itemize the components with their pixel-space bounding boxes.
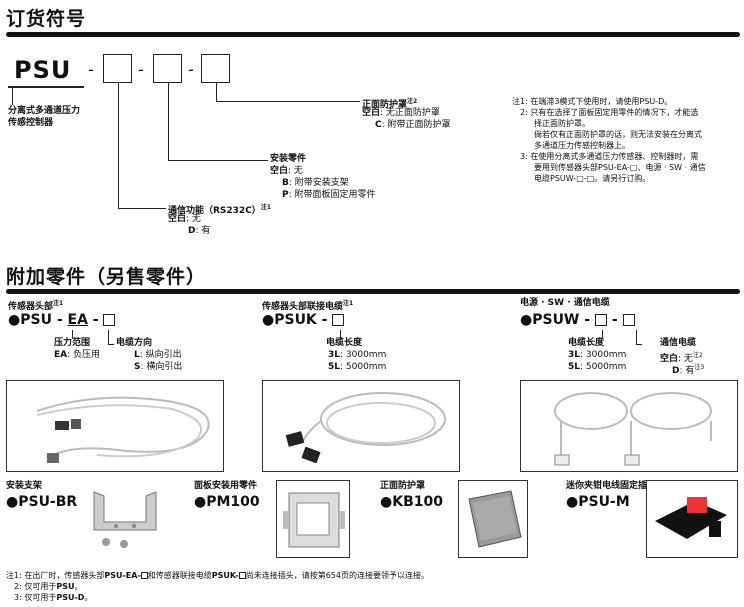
part2-code: ●PSUK -: [262, 312, 345, 328]
footnotes: 注1: 在出厂时，传感器头部PSU-EA-和传感器联接电缆PSUK-尚未连接插头…: [6, 571, 429, 602]
option-mount-opt3: P: 附带面板固定用零件: [282, 190, 376, 200]
part1-range-opt: EA: 负压用: [54, 350, 101, 360]
acc4-header: 迷你夹钳电线固定插头: [566, 481, 657, 491]
leader-line: [636, 344, 642, 345]
power-cable-photo: [520, 380, 738, 472]
part2-len-opt1: 3L: 3000mm: [328, 350, 387, 360]
sensor-cable-photo: [262, 380, 460, 472]
part3-comm-opt1: 空白: 无注2: [660, 352, 703, 364]
leader-line: [108, 330, 109, 344]
acc2-header: 面板安装用零件: [194, 481, 258, 491]
acc3-code: ●KB100: [380, 494, 443, 510]
dash: -: [138, 60, 144, 79]
leader-line: [168, 160, 268, 161]
part3-len-box[interactable]: [594, 314, 607, 326]
code-box-cover[interactable]: [201, 54, 230, 83]
option-mount-title: 安装零件: [270, 154, 307, 164]
option-mount-opt1: 空白: 无: [270, 166, 303, 176]
option-comm-opt2: D: 有: [188, 226, 211, 236]
option-comm-opt1: 空白: 无: [168, 214, 201, 224]
leader-line: [72, 330, 73, 338]
part3-code: ●PSUW - -: [520, 312, 635, 328]
code-box-mount[interactable]: [153, 54, 182, 83]
section-rule: [6, 32, 740, 37]
leader-line: [118, 83, 119, 208]
option-cover-opt1: 空白: 无正面防护罩: [362, 108, 440, 118]
leader-line: [108, 344, 114, 345]
clamp-plug-photo: [646, 480, 738, 558]
leader-line: [12, 88, 13, 105]
notes-right: 注1: 在端滞3模式下使用时，请使用PSU-D。 2: 只有在选择了面板固定用零…: [512, 97, 706, 183]
part3-header: 电源 · SW · 通信电缆: [520, 298, 610, 308]
part3-len-title: 电缆长度: [568, 338, 605, 348]
acc4-code: ●PSU-M: [566, 494, 630, 510]
sensor-head-cable-illustration: [36, 396, 210, 463]
part3-comm-title: 通信电缆: [660, 338, 697, 348]
part3-comm-opt2: D: 有注3: [672, 364, 705, 376]
acc1-code: ●PSU-BR: [6, 494, 78, 510]
model-prefix: PSU: [14, 56, 72, 84]
option-comm-title: 通信功能（RS232C）注1: [168, 204, 271, 216]
part1-header: 传感器头部注1: [8, 300, 64, 312]
option-cover-title: 正面防护罩注2: [362, 98, 418, 110]
front-cover-photo: [458, 480, 528, 558]
power-cable-illustration: [554, 392, 712, 466]
leader-line: [168, 83, 169, 160]
part1-range-title: 压力范围: [54, 338, 91, 348]
leader-line: [216, 83, 217, 101]
clamp-plug-illustration: [655, 497, 727, 539]
panel-mount-photo: [276, 480, 350, 558]
leader-line: [636, 330, 637, 344]
part1-dir-opt1: L: 纵向引出: [134, 350, 182, 360]
acc3-header: 正面防护罩: [380, 481, 426, 491]
panel-mount-illustration: [283, 492, 345, 548]
section-rule: [6, 289, 740, 294]
front-cover-illustration: [468, 490, 522, 548]
leader-line: [118, 208, 166, 209]
mount-bracket-illustration: [86, 482, 170, 554]
option-cover-opt2: C: 附带正面防护罩: [375, 120, 451, 130]
acc1-header: 安装支架: [6, 481, 43, 491]
product-name-line1: 分离式多通道压力: [8, 106, 81, 116]
acc2-code: ●PM100: [194, 494, 260, 510]
leader-line: [340, 330, 341, 338]
part3-len-opt1: 3L: 3000mm: [568, 350, 627, 360]
part3-len-opt2: 5L: 5000mm: [568, 362, 627, 372]
part1-dir-box[interactable]: [103, 314, 116, 326]
option-mount-opt2: B: 附带安装支架: [282, 178, 349, 188]
sensor-cable-illustration: [285, 392, 446, 464]
code-box-comm[interactable]: [103, 54, 132, 83]
part1-dir-title: 电缆方向: [116, 338, 153, 348]
part2-header: 传感器头部联接电缆注1: [262, 300, 354, 312]
dash: -: [88, 60, 94, 79]
prefix-underline: [8, 86, 84, 88]
part1-dir-opt2: S: 横向引出: [134, 362, 183, 372]
part1-code: ●PSU - EA -: [8, 312, 116, 328]
section-title-accessories: 附加零件（另售零件）: [6, 266, 207, 288]
sensor-head-photo: [6, 380, 224, 472]
product-name-line2: 传感控制器: [8, 118, 54, 128]
part2-len-box[interactable]: [332, 314, 345, 326]
part3-comm-box[interactable]: [622, 314, 635, 326]
section-title-order-code: 订货符号: [6, 8, 87, 30]
part2-len-title: 电缆长度: [326, 338, 363, 348]
leader-line: [602, 330, 603, 338]
leader-line: [216, 101, 360, 102]
dash: -: [188, 60, 194, 79]
part2-len-opt2: 5L: 5000mm: [328, 362, 387, 372]
